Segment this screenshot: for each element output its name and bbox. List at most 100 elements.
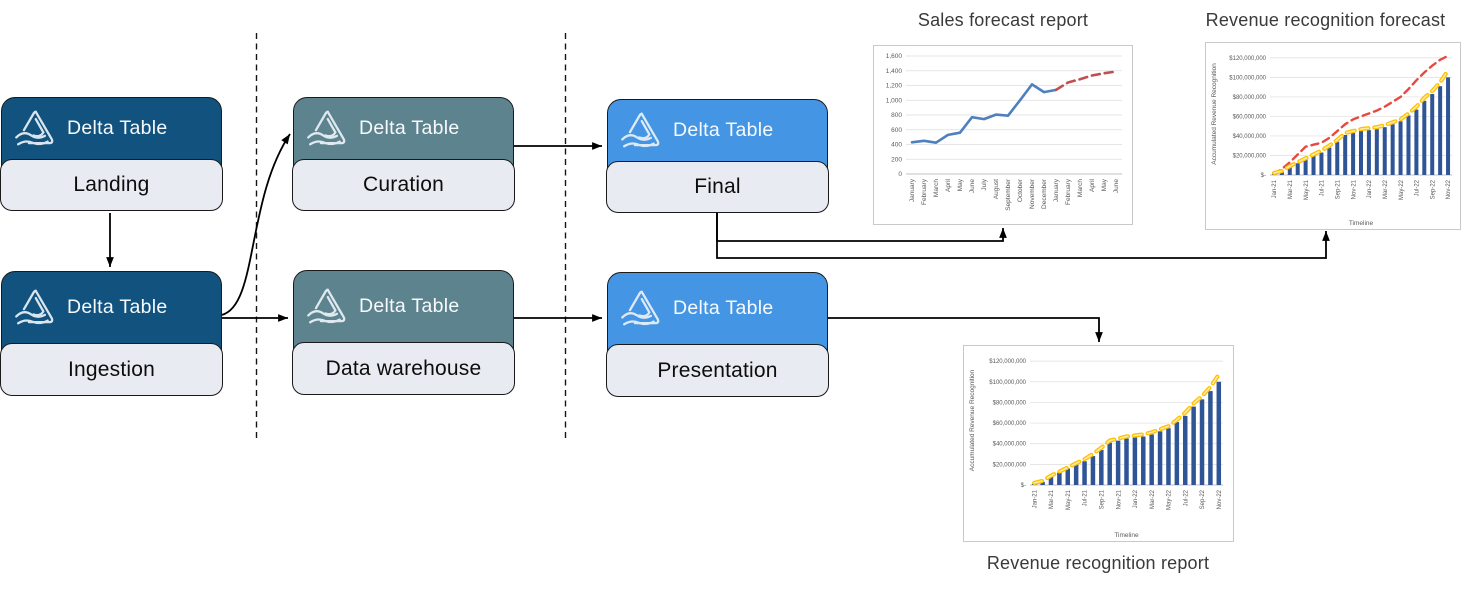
node-final: Delta Table Final <box>606 99 829 213</box>
svg-text:$100,000,000: $100,000,000 <box>989 380 1026 386</box>
chart-title-revenue-recognition-forecast: Revenue recognition forecast <box>1205 10 1446 30</box>
svg-text:Jan-21: Jan-21 <box>1272 179 1278 198</box>
svg-text:400: 400 <box>891 142 902 149</box>
svg-text:Accumulated Revenue Recognitio: Accumulated Revenue Recognition <box>969 369 976 471</box>
svg-text:$40,000,000: $40,000,000 <box>1233 134 1267 140</box>
svg-text:$40,000,000: $40,000,000 <box>993 442 1027 448</box>
svg-text:Mar-21: Mar-21 <box>1288 179 1294 199</box>
svg-text:February: February <box>1065 178 1072 205</box>
svg-text:January: January <box>909 178 916 202</box>
node-landing: Delta Table Landing <box>0 97 223 211</box>
delta-table-header: Delta Table <box>294 98 513 159</box>
delta-table-brand-label: Delta Table <box>673 297 774 319</box>
revenue-recognition-forecast-plot: $- $20,000,000 $40,000,000 $60,000,000 $80,0… <box>1211 54 1452 227</box>
svg-text:May-22: May-22 <box>1167 489 1173 510</box>
svg-text:December: December <box>1041 178 1048 209</box>
svg-text:Timeline: Timeline <box>1349 220 1374 227</box>
svg-text:Accumulated Revenue Recognitio: Accumulated Revenue Recognition <box>1211 63 1218 165</box>
svg-text:Jan-22: Jan-22 <box>1133 489 1139 508</box>
svg-text:April: April <box>1089 178 1096 192</box>
svg-text:January: January <box>1053 178 1060 202</box>
svg-text:Jan-21: Jan-21 <box>1032 489 1038 508</box>
svg-text:$-: $- <box>1021 483 1026 489</box>
svg-text:0: 0 <box>898 171 902 178</box>
svg-text:March: March <box>933 179 940 197</box>
delta-lake-logo-icon <box>304 286 350 328</box>
arrow-presentation-to-revenue-recognition-report <box>827 317 1103 342</box>
delta-table-brand-label: Delta Table <box>67 117 168 139</box>
svg-text:April: April <box>945 178 952 192</box>
svg-text:$80,000,000: $80,000,000 <box>1233 95 1267 101</box>
svg-text:Jul-21: Jul-21 <box>1320 179 1326 196</box>
svg-text:May: May <box>957 178 964 191</box>
svg-text:June: June <box>969 179 976 193</box>
svg-text:Mar-22: Mar-22 <box>1150 489 1156 509</box>
node-curation: Delta Table Curation <box>292 97 515 211</box>
svg-text:Mar-22: Mar-22 <box>1383 179 1389 199</box>
delta-table-header: Delta Table <box>294 271 513 342</box>
revenue-recognition-forecast-chart: $- $20,000,000 $40,000,000 $60,000,000 $80,0… <box>1205 42 1461 230</box>
svg-text:$20,000,000: $20,000,000 <box>1233 153 1267 159</box>
svg-text:$60,000,000: $60,000,000 <box>993 421 1027 427</box>
svg-text:May-21: May-21 <box>1304 179 1310 200</box>
revenue-recognition-report-chart: $- $20,000,000 $40,000,000 $60,000,000 $80,0… <box>963 345 1234 542</box>
stage-label-curation: Curation <box>292 159 515 211</box>
stage-label-data-warehouse: Data warehouse <box>292 342 515 395</box>
svg-text:Nov-22: Nov-22 <box>1217 489 1223 509</box>
delta-table-brand-label: Delta Table <box>67 296 168 318</box>
svg-text:March: March <box>1077 179 1084 197</box>
svg-text:$20,000,000: $20,000,000 <box>993 462 1027 468</box>
svg-text:Jul-22: Jul-22 <box>1415 179 1421 196</box>
svg-text:September: September <box>1005 178 1012 211</box>
stage-label-landing: Landing <box>0 159 223 211</box>
svg-text:$120,000,000: $120,000,000 <box>1229 56 1266 62</box>
svg-text:$120,000,000: $120,000,000 <box>989 359 1026 365</box>
delta-lake-logo-icon <box>618 288 664 330</box>
delta-lake-logo-icon <box>12 287 58 329</box>
svg-text:$-: $- <box>1261 173 1266 179</box>
node-data-warehouse: Delta Table Data warehouse <box>292 270 515 395</box>
svg-text:1,400: 1,400 <box>886 68 903 75</box>
svg-text:$60,000,000: $60,000,000 <box>1233 114 1267 120</box>
svg-text:Nov-21: Nov-21 <box>1351 179 1357 199</box>
delta-table-header: Delta Table <box>2 98 221 159</box>
svg-text:Timeline: Timeline <box>1114 532 1139 539</box>
svg-text:May-22: May-22 <box>1399 179 1405 200</box>
svg-text:Jul-21: Jul-21 <box>1083 489 1089 506</box>
delta-table-brand-label: Delta Table <box>673 119 774 141</box>
svg-text:800: 800 <box>891 112 902 119</box>
svg-text:July: July <box>981 178 988 190</box>
sales-forecast-plot: 02004006008001,0001,2001,4001,600January… <box>886 53 1122 211</box>
arrow-ingestion-to-curation <box>221 133 291 316</box>
svg-text:$80,000,000: $80,000,000 <box>993 400 1027 406</box>
delta-table-brand-label: Delta Table <box>359 117 460 139</box>
svg-text:1,600: 1,600 <box>886 53 903 60</box>
svg-text:November: November <box>1029 178 1036 209</box>
svg-text:Sep-22: Sep-22 <box>1430 179 1436 199</box>
node-ingestion: Delta Table Ingestion <box>0 271 223 396</box>
stage-label-final: Final <box>606 161 829 213</box>
delta-table-brand-label: Delta Table <box>359 295 460 317</box>
svg-text:Jul-22: Jul-22 <box>1183 489 1189 506</box>
svg-text:$100,000,000: $100,000,000 <box>1229 75 1266 81</box>
svg-text:200: 200 <box>891 156 902 163</box>
svg-text:Mar-21: Mar-21 <box>1049 489 1055 509</box>
svg-text:1,200: 1,200 <box>886 83 903 90</box>
delta-table-header: Delta Table <box>2 272 221 343</box>
delta-table-header: Delta Table <box>608 100 827 161</box>
node-presentation: Delta Table Presentation <box>606 272 829 397</box>
svg-text:Jan-22: Jan-22 <box>1367 179 1373 198</box>
svg-text:Sep-21: Sep-21 <box>1100 489 1106 509</box>
svg-text:May: May <box>1101 178 1108 191</box>
svg-text:1,000: 1,000 <box>886 97 903 104</box>
chart-title-revenue-recognition-report: Revenue recognition report <box>986 553 1210 573</box>
stage-label-presentation: Presentation <box>606 344 829 397</box>
delta-lake-logo-icon <box>304 108 350 150</box>
chart-title-sales-forecast-report: Sales forecast report <box>917 10 1089 30</box>
svg-text:June: June <box>1113 179 1120 193</box>
svg-text:May-21: May-21 <box>1066 489 1072 510</box>
svg-text:Nov-22: Nov-22 <box>1446 179 1452 199</box>
delta-lake-logo-icon <box>12 108 58 150</box>
